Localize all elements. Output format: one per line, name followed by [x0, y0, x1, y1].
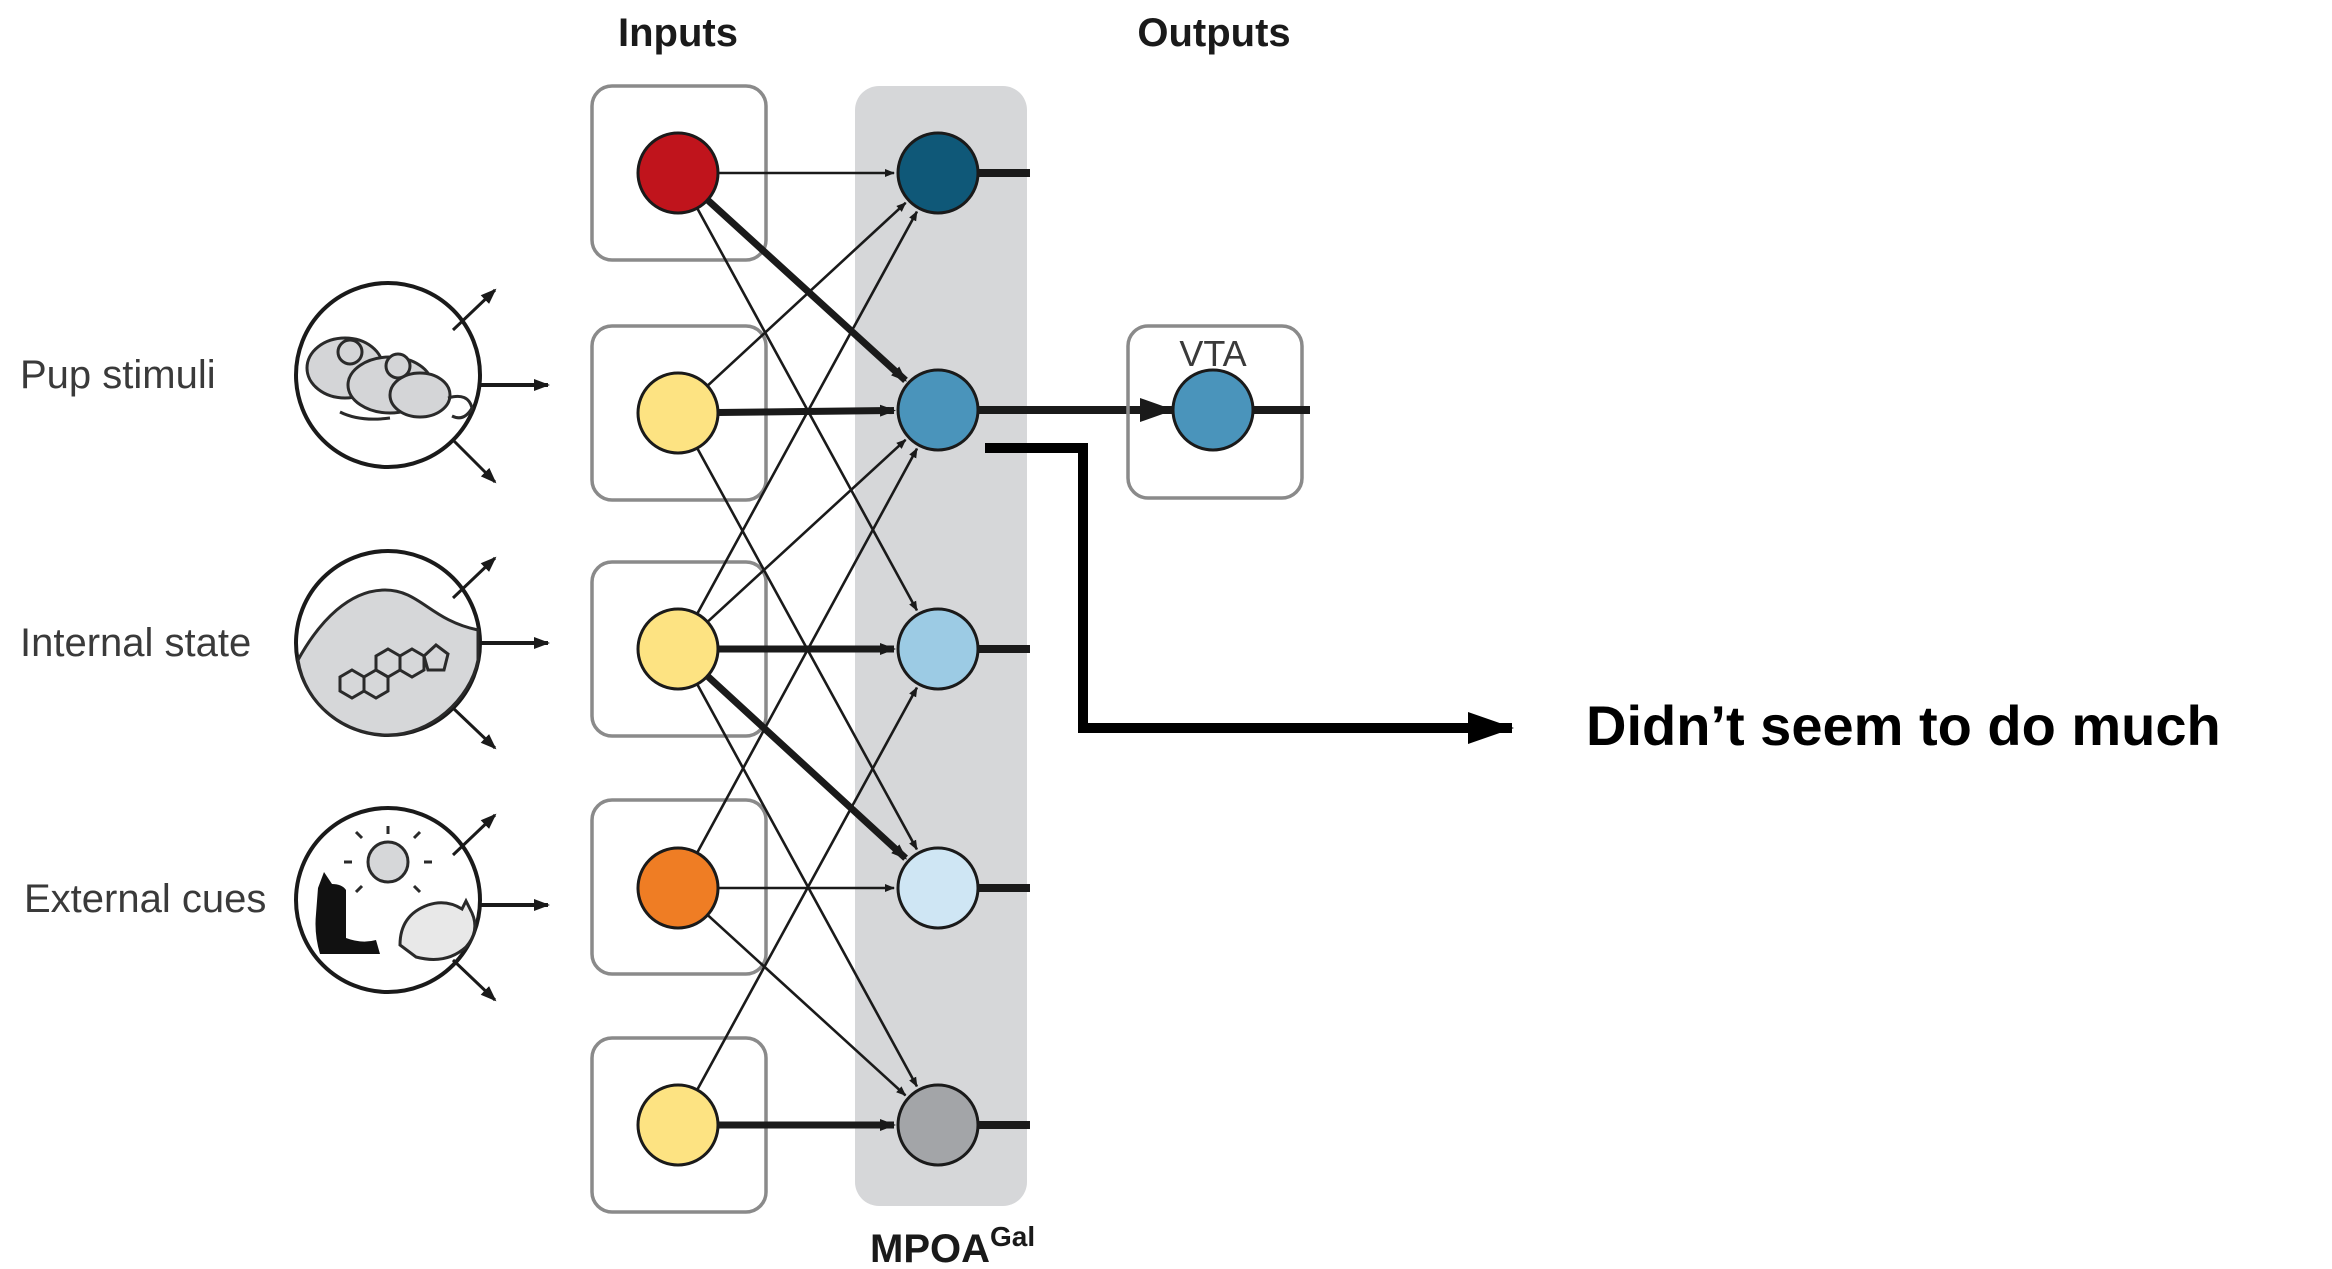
- mpoa-neuron-2: [896, 368, 980, 452]
- left-label-pup-stimuli: Pup stimuli: [20, 353, 216, 397]
- neurons: [636, 131, 1255, 1167]
- connection-input-2-to-mpoa-1: [706, 201, 907, 387]
- connection-input-4-to-mpoa-5: [706, 913, 907, 1097]
- input-neuron-1: [636, 131, 720, 215]
- connection-input-3-to-mpoa-2: [706, 438, 907, 623]
- vta-neuron: [1171, 368, 1255, 452]
- input-neuron-3: [636, 607, 720, 691]
- connection-input-3-to-mpoa-4: [705, 673, 908, 861]
- annotation-text: Didn’t seem to do much: [1586, 694, 2221, 757]
- vta-label: VTA: [1179, 333, 1246, 374]
- annotation-arrow: [985, 443, 1514, 744]
- outputs-header: Outputs: [1137, 11, 1290, 55]
- connection-arrows: [695, 169, 1174, 1131]
- mpoa-neuron-4: [896, 846, 980, 930]
- connection-input-3-to-mpoa-1: [696, 210, 919, 615]
- connection-input-1-to-mpoa-2: [705, 197, 908, 383]
- mpoa-label: MPOAGal: [870, 1221, 1035, 1269]
- connection-input-4-to-mpoa-2: [695, 447, 919, 854]
- connection-input-3-to-mpoa-5: [696, 683, 919, 1088]
- mpoa-name: MPOA: [870, 1227, 990, 1269]
- left-label-internal-state: Internal state: [20, 621, 251, 665]
- pup-stimuli-icon: [294, 281, 550, 484]
- input-neuron-5: [636, 1083, 720, 1167]
- output-stubs: [978, 169, 1030, 1129]
- external-cues-icon: [294, 806, 550, 1002]
- connection-input-2-to-mpoa-2: [717, 404, 897, 417]
- input-neuron-4: [636, 846, 720, 930]
- inputs-header: Inputs: [618, 11, 738, 55]
- mpoa-neuron-5: [896, 1083, 980, 1167]
- mpoa-neuron-3: [896, 607, 980, 691]
- connection-input-5-to-mpoa-3: [696, 686, 919, 1091]
- mpoa-neuron-1: [896, 131, 980, 215]
- input-neuron-2: [636, 371, 720, 455]
- left-label-external-cues: External cues: [24, 877, 266, 921]
- mpoa-superscript: Gal: [990, 1221, 1035, 1252]
- internal-state-icon: [294, 549, 550, 750]
